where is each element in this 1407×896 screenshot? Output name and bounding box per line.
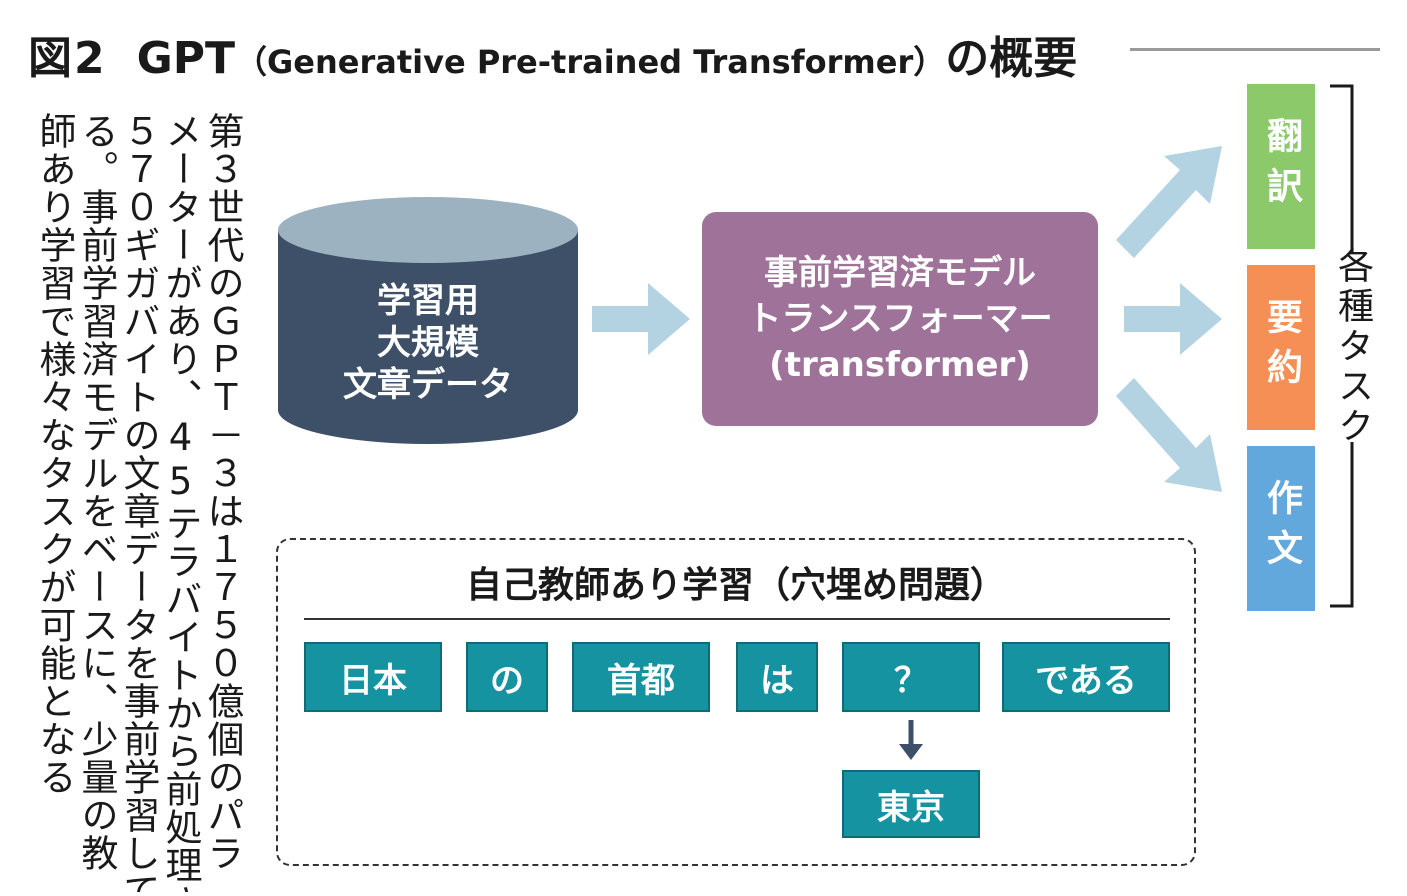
self-supervised-title: 自己教師あり学習（穴埋め問題） — [465, 565, 1006, 606]
panel-divider — [304, 618, 1170, 620]
arrow-model-to-summary — [1124, 283, 1222, 355]
model-line-1: 事前学習済モデル — [764, 253, 1036, 293]
arrow-model-to-compose — [1116, 378, 1222, 492]
data-store-line-3: 文章データ — [343, 365, 513, 405]
token-3: 首都 — [572, 642, 710, 712]
task-translate-label: 翻訳 — [1261, 116, 1302, 217]
answer-token: 東京 — [842, 770, 980, 838]
self-supervised-panel — [276, 538, 1196, 866]
token-1: 日本 — [304, 642, 442, 712]
title-suffix: の概要 — [945, 33, 1078, 84]
tasks-group-label: 各種タスク — [1330, 247, 1374, 447]
figure-number: 図2 — [28, 33, 107, 84]
description-column-5: 師あり学習で様々なタスクが可能となる — [33, 112, 76, 796]
task-summary-label: 要約 — [1261, 297, 1302, 398]
token-blank: ？ — [842, 642, 980, 712]
token-6: である — [1002, 642, 1170, 712]
description-column-2: メーターがあり、45テラバイトから前処理された — [159, 112, 202, 892]
task-summary: 要約 — [1247, 265, 1315, 430]
task-compose-label: 作文 — [1261, 478, 1302, 579]
token-2: の — [466, 642, 548, 712]
data-store-label: 学習用 大規模 文章データ — [276, 280, 580, 406]
token-4: は — [736, 642, 818, 712]
title-divider — [1130, 48, 1380, 51]
description-column-4: る。事前学習済モデルをベースに、少量の教 — [75, 112, 118, 872]
description-column-1: 第３世代のＧＰＴ－３は１７５０億個のパラ — [201, 112, 244, 872]
task-compose: 作文 — [1247, 446, 1315, 611]
model-line-2: トランスフォーマー — [747, 299, 1053, 339]
model-line-3: (transformer) — [769, 345, 1031, 385]
model-full-name: （Generative Pre-trained Transformer） — [235, 43, 946, 81]
data-store-line-1: 学習用 — [377, 281, 479, 321]
model-acronym: GPT — [136, 33, 236, 84]
figure-title: 図2 GPT （Generative Pre-trained Transform… — [28, 22, 1077, 84]
description-column-3: ５７０ギガバイトの文章データを事前学習してい — [117, 112, 160, 892]
database-cylinder-icon — [278, 197, 578, 444]
arrow-data-to-model — [592, 283, 690, 355]
arrow-model-to-translate — [1116, 146, 1222, 258]
pretrained-model-box: 事前学習済モデル トランスフォーマー (transformer) — [702, 212, 1098, 426]
task-translate: 翻訳 — [1247, 84, 1315, 249]
data-store-line-2: 大規模 — [377, 323, 479, 363]
arrow-blank-to-answer-head — [899, 744, 923, 760]
